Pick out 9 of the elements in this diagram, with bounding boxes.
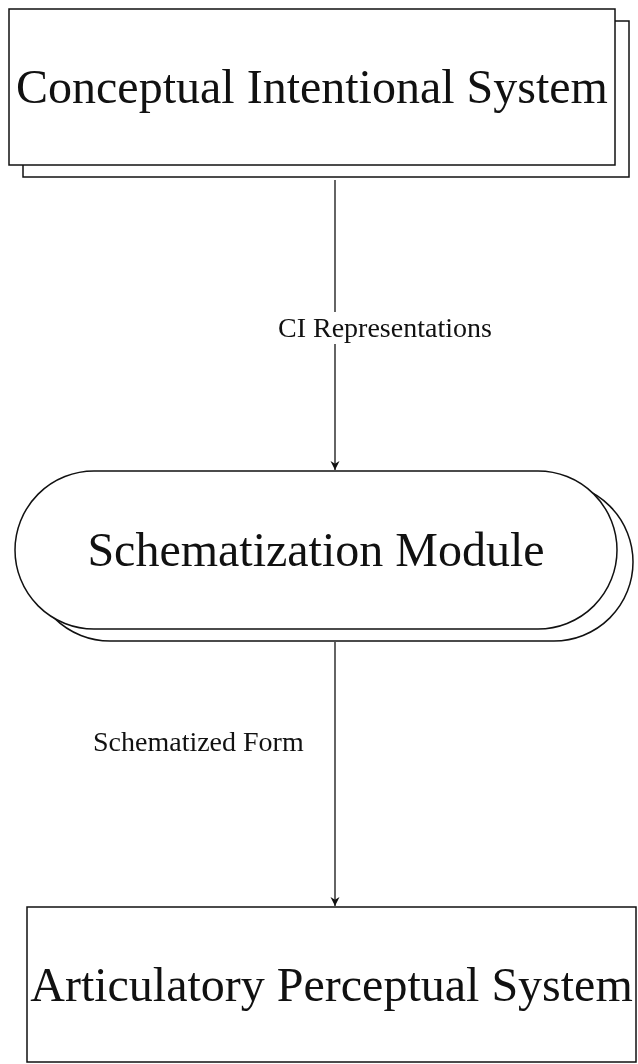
node-label: Conceptual Intentional System [16, 59, 608, 115]
stacked-box [8, 8, 632, 180]
node-label: Schematization Module [87, 522, 545, 578]
arrow [330, 179, 340, 471]
stacked-pill [14, 470, 634, 642]
process-box [26, 906, 637, 1063]
edge-label: CI Representations [276, 312, 494, 344]
arrow [330, 641, 340, 907]
node-label: Articulatory Perceptual System [30, 956, 633, 1013]
